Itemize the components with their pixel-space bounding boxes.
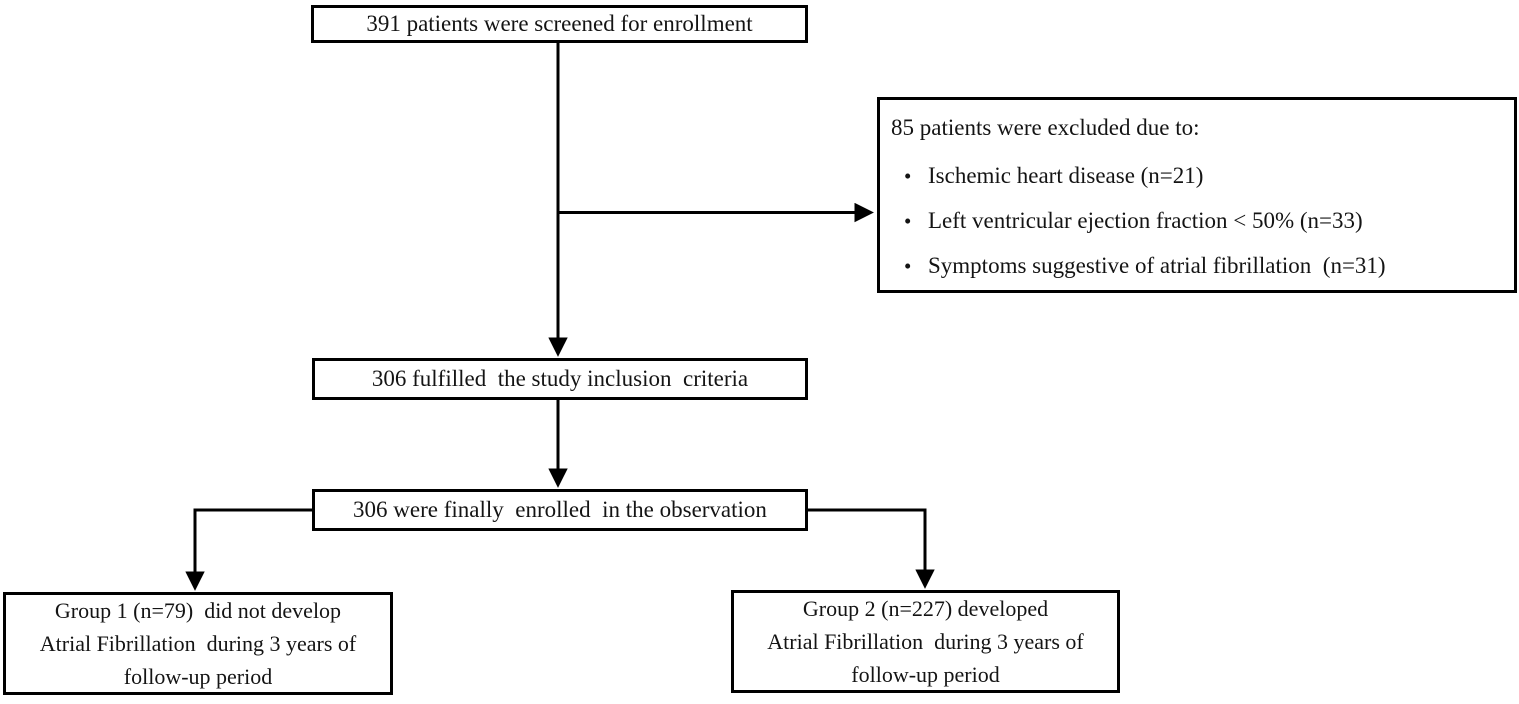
connector-enrolled-to-group1-arrow bbox=[185, 508, 312, 591]
excluded-reason-lvef: Left ventricular ejection fraction < 50%… bbox=[891, 207, 1506, 235]
excluded-reasons-list: Ischemic heart disease (n=21) Left ventr… bbox=[891, 162, 1506, 280]
connector-enrolled-to-group2-arrow bbox=[808, 508, 935, 589]
excluded-box: 85 patients were excluded due to: Ischem… bbox=[877, 97, 1517, 293]
excluded-box-content: 85 patients were excluded due to: Ischem… bbox=[880, 100, 1514, 280]
screened-box: 391 patients were screened for enrollmen… bbox=[311, 5, 808, 43]
enrolled-box: 306 were finally enrolled in the observa… bbox=[312, 489, 808, 531]
group1-box: Group 1 (n=79) did not develop Atrial Fi… bbox=[3, 592, 393, 695]
excluded-header: 85 patients were excluded due to: bbox=[891, 115, 1200, 140]
excluded-reason-ischemic: Ischemic heart disease (n=21) bbox=[891, 162, 1506, 190]
group2-box: Group 2 (n=227) developed Atrial Fibrill… bbox=[731, 590, 1120, 693]
fulfilled-criteria-box: 306 fulfilled the study inclusion criter… bbox=[312, 358, 808, 400]
excluded-reason-af-symptoms: Symptoms suggestive of atrial fibrillati… bbox=[891, 252, 1506, 280]
